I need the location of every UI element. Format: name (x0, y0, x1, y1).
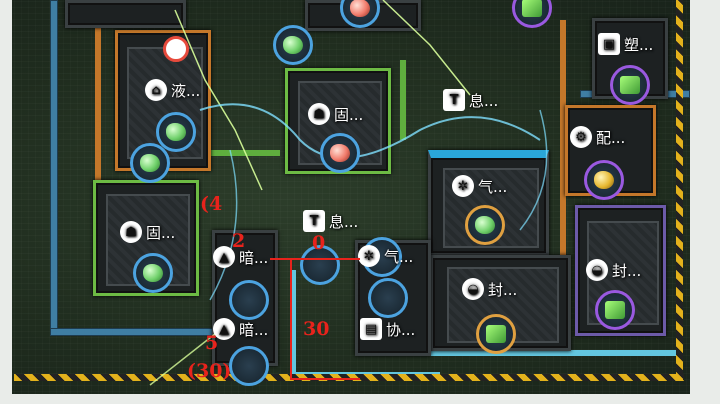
resource-ring-top[interactable] (273, 25, 313, 65)
screen-edge-right (690, 0, 720, 404)
pipe-orange-1 (95, 0, 101, 190)
annotation-30-paren: (30) (187, 360, 232, 382)
robot-icon: ☗ (308, 103, 330, 125)
label-liquid[interactable]: ⌂液... (145, 79, 200, 101)
cube-frame-icon: ▣ (598, 33, 620, 55)
pipe-green-1 (190, 150, 280, 156)
resource-ring-dark-2[interactable] (300, 245, 340, 285)
resource-ring-top-right[interactable] (340, 0, 380, 28)
label-gas-main[interactable]: ✲气... (452, 175, 507, 197)
green-cube-icon (605, 301, 625, 319)
capsule-icon: ◒ (586, 259, 608, 281)
label-seal-2[interactable]: ◒封... (586, 259, 641, 281)
gas-vent-icon: ✲ (358, 245, 380, 267)
label-gas-small[interactable]: ✲气... (358, 245, 413, 267)
label-dark-1[interactable]: ▲暗... (213, 246, 268, 268)
hazard-stripe-bottom (14, 374, 684, 381)
annotation-0: 0 (312, 232, 326, 254)
screen-edge-bottom (0, 394, 720, 404)
green-gem-icon (140, 154, 160, 172)
resource-ring-seal-1[interactable] (476, 314, 516, 354)
no-entry-icon (163, 36, 189, 62)
resource-ring-dark-bottom[interactable] (229, 346, 269, 386)
capsule-icon: ◒ (462, 278, 484, 300)
dark-matter-icon: ▲ (213, 318, 235, 340)
screen-edge-left (0, 0, 12, 404)
resource-ring-liquid-2[interactable] (130, 143, 170, 183)
label-seal-1[interactable]: ◒封... (462, 278, 517, 300)
annotation-5: 5 (205, 332, 219, 354)
green-gem-icon (143, 264, 163, 282)
resource-ring-plastic[interactable] (610, 65, 650, 105)
yellow-gem-icon (594, 171, 614, 189)
pipe-cyan-right (430, 350, 680, 356)
annotation-line-h (270, 258, 360, 260)
assist-logo-icon (378, 289, 398, 307)
resource-ring-gas-main[interactable] (465, 205, 505, 245)
red-gem-icon (330, 144, 350, 162)
resource-ring-solid-left[interactable] (133, 253, 173, 293)
resource-ring-seal-2[interactable] (595, 290, 635, 330)
hazard-stripe-right (676, 0, 683, 380)
green-gem-icon (475, 216, 495, 234)
pipe-orange-3 (560, 20, 566, 340)
resource-ring-dark-1[interactable] (229, 280, 269, 320)
label-dark-2[interactable]: ▲暗... (213, 318, 268, 340)
resource-ring-liquid[interactable] (156, 112, 196, 152)
annotation-line-bottom (290, 378, 360, 380)
resource-ring-solid-top[interactable] (320, 133, 360, 173)
annotation-4: (4 (200, 193, 223, 215)
resource-ring-assist[interactable] (368, 278, 408, 318)
annotation-30: 30 (303, 318, 330, 340)
green-cube-icon (522, 0, 542, 17)
green-gem-icon (166, 123, 186, 141)
pipe-green-2 (400, 60, 406, 140)
resource-ring-top-purple[interactable] (512, 0, 552, 28)
label-solid-top[interactable]: ☗固... (308, 103, 363, 125)
liquid-tank-icon: ⌂ (145, 79, 167, 101)
label-config[interactable]: ⚙配... (570, 126, 625, 148)
label-plastic[interactable]: ▣塑... (598, 33, 653, 55)
annotation-line-v (290, 258, 292, 380)
pipe-left-vertical (50, 0, 58, 335)
pipe-left-bottom (50, 328, 220, 336)
label-solid-left[interactable]: ☗固... (120, 221, 175, 243)
pylon-icon: T (443, 89, 465, 111)
label-assist[interactable]: ▤协... (360, 318, 415, 340)
green-gem-icon (283, 36, 303, 54)
gas-vent-icon: ✲ (452, 175, 474, 197)
document-icon: ▤ (360, 318, 382, 340)
pylon-icon: T (303, 210, 325, 232)
green-cube-icon (620, 76, 640, 94)
robot-icon: ☗ (120, 221, 142, 243)
gear-search-icon: ⚙ (570, 126, 592, 148)
green-cube-icon (486, 325, 506, 343)
annotation-2: 2 (232, 230, 246, 252)
pipe-cyan-vertical (290, 270, 296, 378)
resource-ring-config[interactable] (584, 160, 624, 200)
red-gem-icon (350, 0, 370, 17)
empty-slot-icon (239, 357, 259, 375)
building-top-left[interactable] (65, 0, 186, 28)
dark-matter-icon: ▲ (213, 246, 235, 268)
empty-slot-icon (239, 291, 259, 309)
